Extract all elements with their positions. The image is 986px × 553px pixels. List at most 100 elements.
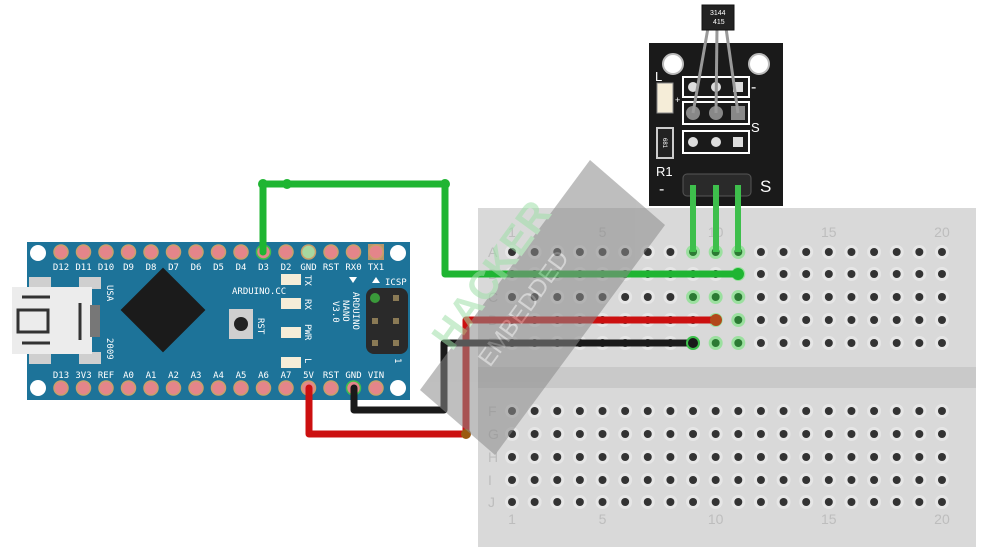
pin-d2[interactable] bbox=[278, 244, 294, 260]
pin-a4[interactable] bbox=[210, 380, 227, 396]
pin-a1[interactable] bbox=[143, 380, 159, 396]
breadboard-hole-center bbox=[734, 453, 743, 461]
pin-3v3[interactable] bbox=[75, 380, 92, 396]
breadboard-hole-center bbox=[847, 476, 856, 484]
breadboard-hole-center bbox=[756, 498, 765, 506]
pin-d6[interactable] bbox=[188, 244, 204, 260]
breadboard-hole-center bbox=[643, 453, 652, 461]
pin-ref[interactable] bbox=[98, 380, 114, 396]
arduino-nano: TX RX PWR L ICSP 1 ARDUINO.CC RST USA 20… bbox=[12, 242, 410, 400]
pin-a5[interactable] bbox=[233, 380, 249, 396]
breadboard-hole-center bbox=[575, 407, 584, 415]
pin-rst[interactable] bbox=[323, 244, 339, 260]
pin-label: RST bbox=[323, 371, 340, 381]
pin-d9[interactable] bbox=[120, 244, 137, 260]
breadboard-hole-center bbox=[779, 453, 788, 461]
breadboard-hole-center bbox=[689, 498, 698, 506]
usb-pins bbox=[90, 305, 100, 337]
pin-label: RST bbox=[323, 263, 340, 273]
icsp-header bbox=[366, 288, 408, 354]
column-label: 1 bbox=[508, 224, 516, 240]
pin-label: D11 bbox=[75, 263, 91, 273]
pin-vin[interactable] bbox=[368, 380, 384, 396]
pin-label: D7 bbox=[168, 263, 179, 273]
pin-d8[interactable] bbox=[143, 244, 159, 260]
breadboard-hole-center bbox=[847, 498, 856, 506]
module-mount-hole bbox=[748, 53, 770, 75]
pin-label: D13 bbox=[53, 371, 69, 381]
model-label-1: ARDUINO bbox=[350, 292, 360, 330]
breadboard-hole-center bbox=[847, 430, 856, 438]
column-label: 20 bbox=[934, 224, 950, 240]
breadboard-hole-center bbox=[643, 498, 652, 506]
pin-gnd[interactable] bbox=[300, 244, 317, 260]
breadboard-hole-center bbox=[847, 270, 856, 278]
pin-label: D4 bbox=[236, 263, 247, 273]
breadboard-hole-center bbox=[937, 498, 946, 506]
pin-label: A3 bbox=[191, 371, 202, 381]
breadboard-hole-center bbox=[575, 430, 584, 438]
pin-d5[interactable] bbox=[210, 244, 227, 260]
pin-d11[interactable] bbox=[75, 244, 92, 260]
breadboard-hole-center bbox=[937, 453, 946, 461]
breadboard-hole-center bbox=[870, 316, 879, 324]
reset-button-cap[interactable] bbox=[234, 317, 248, 331]
breadboard-hole-center bbox=[937, 248, 946, 256]
breadboard-hole-center bbox=[711, 453, 720, 461]
pin-a3[interactable] bbox=[188, 380, 204, 396]
breadboard-hole-center bbox=[824, 453, 833, 461]
led-label-tx: TX bbox=[302, 275, 312, 286]
breadboard-hole-center bbox=[847, 453, 856, 461]
breadboard-hole-center bbox=[824, 498, 833, 506]
pin-a6[interactable] bbox=[255, 380, 272, 396]
breadboard-hole-center bbox=[689, 430, 698, 438]
breadboard-hole-center bbox=[530, 407, 539, 415]
breadboard-hole-center bbox=[756, 248, 765, 256]
breadboard-hole-center bbox=[847, 316, 856, 324]
breadboard-hole-center bbox=[892, 270, 901, 278]
breadboard-hole-center bbox=[915, 430, 924, 438]
pin-a2[interactable] bbox=[165, 380, 182, 396]
breadboard-hole-center bbox=[666, 476, 675, 484]
pin-tx1[interactable] bbox=[368, 244, 384, 260]
breadboard-hole-center bbox=[779, 316, 788, 324]
sensor-leg bbox=[714, 27, 719, 114]
pin-rst[interactable] bbox=[323, 380, 339, 396]
pin-d10[interactable] bbox=[98, 244, 114, 260]
breadboard-hole-center bbox=[689, 453, 698, 461]
breadboard-hole-center bbox=[870, 498, 879, 506]
breadboard-hole-center bbox=[824, 430, 833, 438]
breadboard-hole-center bbox=[756, 407, 765, 415]
pin-d13[interactable] bbox=[53, 380, 69, 396]
pad bbox=[733, 137, 743, 147]
breadboard-hole-center bbox=[892, 316, 901, 324]
microcontroller-chip bbox=[120, 267, 206, 353]
pin-d7[interactable] bbox=[165, 244, 182, 260]
pin-label: A4 bbox=[213, 371, 224, 381]
pin-label: A6 bbox=[258, 371, 269, 381]
breadboard-hole-center bbox=[915, 293, 924, 301]
pin-d4[interactable] bbox=[233, 244, 249, 260]
column-label: 1 bbox=[508, 511, 516, 527]
breadboard-hole-center bbox=[711, 498, 720, 506]
signal-label-bottom: S bbox=[760, 177, 771, 196]
pin-rx0[interactable] bbox=[345, 244, 362, 260]
breadboard-hole-center bbox=[508, 476, 516, 484]
breadboard-hole-center bbox=[937, 339, 946, 347]
pin-d12[interactable] bbox=[53, 244, 69, 260]
breadboard-hole-center bbox=[689, 476, 698, 484]
pin-label: VIN bbox=[368, 371, 384, 381]
signal-label-top: S bbox=[751, 120, 760, 135]
breadboard-hole-center bbox=[892, 339, 901, 347]
pin-label: D3 bbox=[258, 263, 269, 273]
breadboard-hole-center bbox=[734, 339, 743, 347]
led-pwr bbox=[281, 327, 301, 338]
breadboard-hole-center bbox=[892, 430, 901, 438]
pin-label: GND bbox=[300, 263, 316, 273]
rx-arrow-icon bbox=[349, 277, 357, 283]
pin-a7[interactable] bbox=[278, 380, 294, 396]
breadboard-hole-center bbox=[915, 248, 924, 256]
module-resistor bbox=[656, 127, 674, 159]
pin-a0[interactable] bbox=[120, 380, 137, 396]
column-label: 20 bbox=[934, 511, 950, 527]
